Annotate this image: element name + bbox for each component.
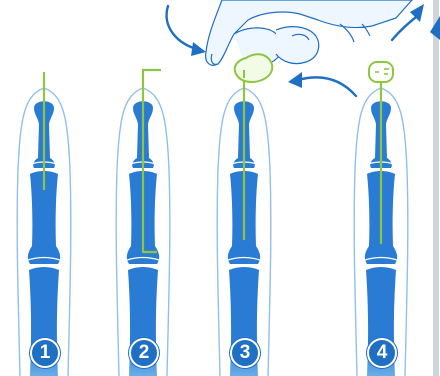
finger-3 — [217, 70, 271, 376]
finger-2 — [116, 70, 170, 376]
bent-wire-cap — [369, 62, 393, 82]
arrow-bend-icon — [298, 77, 356, 96]
step-badge-3: 3 — [230, 338, 260, 368]
step-badge-2: 2 — [129, 338, 159, 368]
step-badge-1: 1 — [30, 338, 60, 368]
arrow-push-icon — [167, 6, 200, 50]
finger-4 — [354, 62, 408, 376]
step-badge-4: 4 — [367, 338, 397, 368]
arrowhead-push-icon — [191, 42, 206, 56]
gloved-hand — [206, 0, 412, 65]
wire-bend-loop — [235, 54, 273, 82]
arrowhead-bend-icon — [288, 72, 302, 88]
finger-1 — [17, 72, 71, 376]
